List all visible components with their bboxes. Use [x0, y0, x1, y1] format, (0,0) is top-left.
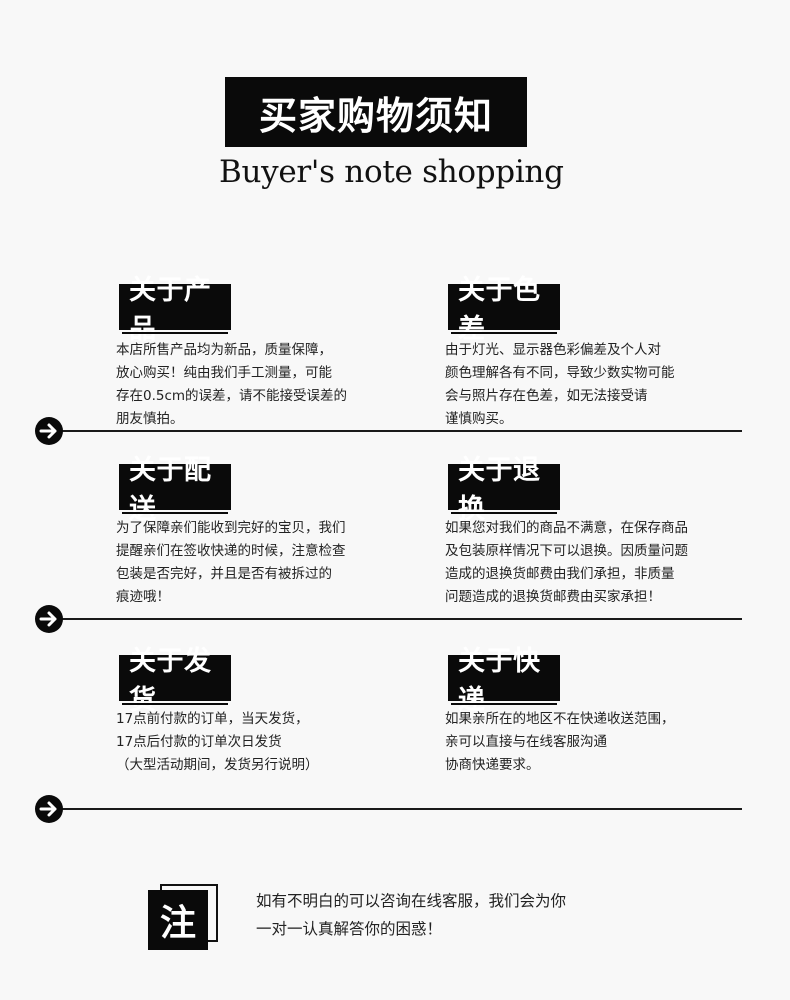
section-text-delivery: 为了保障亲们能收到完好的宝贝，我们 提醒亲们在签收快递的时候，注意检查 包装是否… [116, 517, 396, 609]
section-line: 及包装原样情况下可以退换。因质量问题 [445, 543, 688, 559]
divider-rule [54, 808, 742, 810]
note-icon-badge: 注 [148, 890, 208, 950]
section-line: 问题造成的退换货邮费由买家承担！ [445, 589, 661, 605]
section-line: 由于灯光、显示器色彩偏差及个人对 [445, 342, 661, 358]
page-title-box: 买家购物须知 [225, 77, 527, 147]
arrow-right-circle-icon [35, 795, 63, 823]
section-line: 谨慎购买。 [445, 411, 513, 427]
section-line: 协商快递要求。 [445, 757, 540, 773]
page-subtitle: Buyer's note shopping [219, 154, 564, 190]
section-line: 如果您对我们的商品不满意，在保存商品 [445, 520, 688, 536]
section-line: 包装是否完好，并且是否有被拆过的 [116, 566, 332, 582]
divider-1 [34, 416, 742, 446]
section-line: 17点前付款的订单，当天发货， [116, 711, 309, 727]
divider-3 [34, 794, 742, 824]
section-line: 17点后付款的订单次日发货 [116, 734, 282, 750]
divider-rule [54, 618, 742, 620]
section-line: 为了保障亲们能收到完好的宝贝，我们 [116, 520, 346, 536]
section-label-returns: 关于退换 [448, 455, 560, 525]
note-text: 如有不明白的可以咨询在线客服，我们会为你 一对一认真解答你的困惑！ [256, 887, 566, 943]
section-line: 放心购买！纯由我们手工测量，可能 [116, 365, 332, 381]
section-line: 颜色理解各有不同，导致少数实物可能 [445, 365, 675, 381]
section-label-delivery: 关于配送 [119, 455, 231, 525]
page-title: 买家购物须知 [258, 93, 493, 138]
arrow-right-circle-icon [35, 605, 63, 633]
section-text-shipping: 17点前付款的订单，当天发货， 17点后付款的订单次日发货 （大型活动期间，发货… [116, 708, 396, 777]
note-icon: 注 [148, 884, 220, 952]
note-line: 如有不明白的可以咨询在线客服，我们会为你 [256, 892, 567, 910]
section-line: 如果亲所在的地区不在快递收送范围， [445, 711, 675, 727]
section-line: 存在0.5cm的误差，请不能接受误差的 [116, 388, 348, 404]
note-line: 一对一认真解答你的困惑！ [256, 920, 443, 938]
divider-rule [54, 430, 742, 432]
section-label-color: 关于色差 [448, 275, 560, 345]
section-label-shipping: 关于发货 [119, 646, 231, 716]
arrow-right-circle-icon [35, 417, 63, 445]
section-line: 本店所售产品均为新品，质量保障， [116, 342, 332, 358]
section-text-returns: 如果您对我们的商品不满意，在保存商品 及包装原样情况下可以退换。因质量问题 造成… [445, 517, 725, 609]
section-line: 痕迹哦！ [116, 589, 170, 605]
section-text-color: 由于灯光、显示器色彩偏差及个人对 颜色理解各有不同，导致少数实物可能 会与照片存… [445, 339, 725, 431]
section-line: 会与照片存在色差，如无法接受请 [445, 388, 648, 404]
section-label-product: 关于产品 [119, 275, 231, 345]
section-text-product: 本店所售产品均为新品，质量保障， 放心购买！纯由我们手工测量，可能 存在0.5c… [116, 339, 396, 431]
section-label-courier: 关于快递 [448, 646, 560, 716]
section-line: 亲可以直接与在线客服沟通 [445, 734, 607, 750]
section-line: 提醒亲们在签收快递的时候，注意检查 [116, 543, 346, 559]
section-text-courier: 如果亲所在的地区不在快递收送范围， 亲可以直接与在线客服沟通 协商快递要求。 [445, 708, 725, 777]
section-line: 造成的退换货邮费由我们承担，非质量 [445, 566, 675, 582]
section-line: 朋友慎拍。 [116, 411, 184, 427]
divider-2 [34, 604, 742, 634]
section-line: （大型活动期间，发货另行说明） [116, 757, 319, 773]
